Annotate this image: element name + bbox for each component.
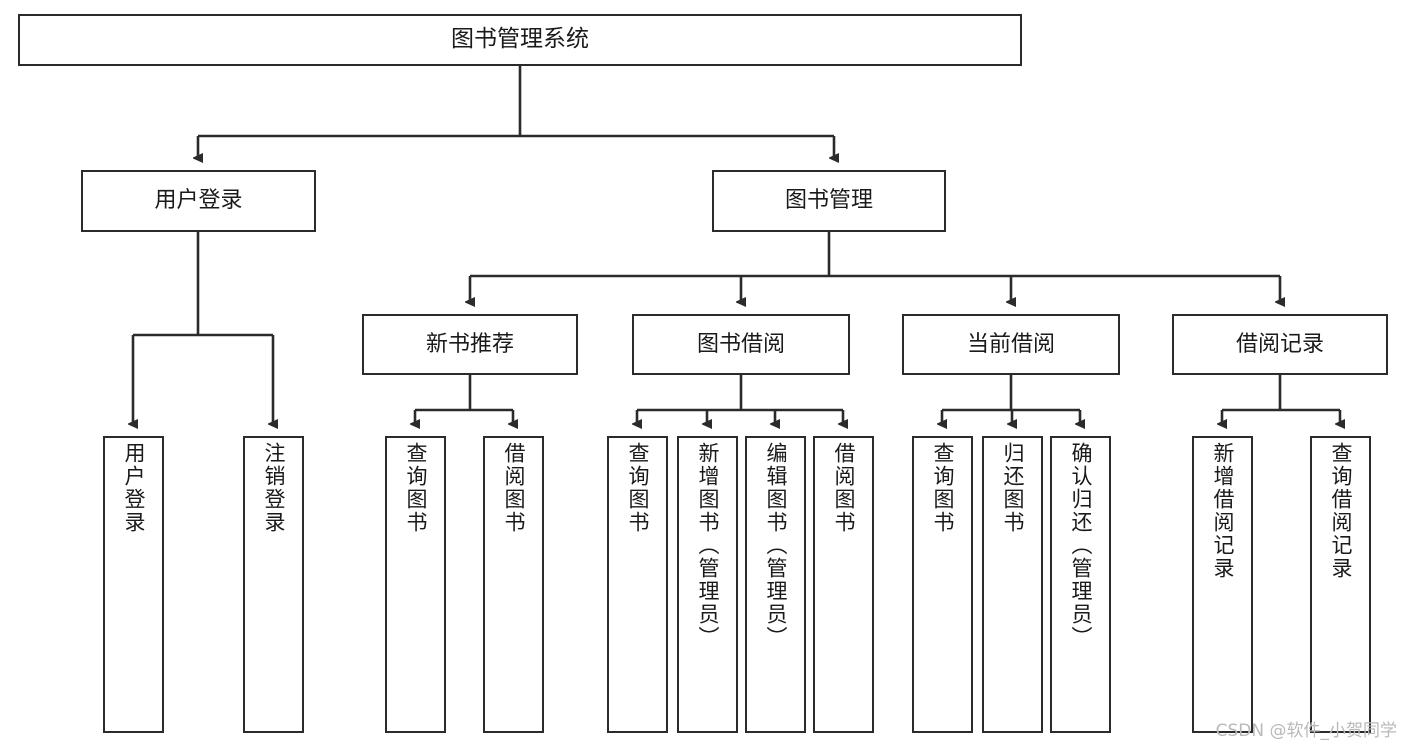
leaf-book-borrow-edit-book-admin[interactable]: 编辑图书（管理员）: [745, 436, 806, 733]
leaf-user-login-logout[interactable]: 注销登录: [243, 436, 304, 733]
node-label: 当前借阅: [966, 331, 1055, 357]
node-label: 借阅图书: [502, 442, 526, 534]
node-label: 编辑图书（管理员）: [764, 442, 788, 649]
node-book-management[interactable]: 图书管理: [712, 170, 946, 232]
node-label: 查询图书: [931, 442, 955, 534]
node-label: 查询图书: [404, 442, 428, 534]
node-book-borrow[interactable]: 图书借阅: [632, 314, 850, 375]
node-label: 确认归还（管理员）: [1069, 442, 1093, 649]
node-user-login[interactable]: 用户登录: [81, 170, 316, 232]
node-label: 查询借阅记录: [1329, 442, 1353, 580]
leaf-new-book-query-book[interactable]: 查询图书: [385, 436, 446, 733]
leaf-book-borrow-borrow-book[interactable]: 借阅图书: [813, 436, 874, 733]
leaf-borrow-record-query-record[interactable]: 查询借阅记录: [1310, 436, 1371, 733]
node-label: 用户登录: [122, 442, 146, 534]
node-label: 新增借阅记录: [1211, 442, 1235, 580]
node-label: 归还图书: [1001, 442, 1025, 534]
csdn-watermark: CSDN @软件_小贺同学: [1215, 721, 1397, 741]
node-label: 借阅图书: [832, 442, 856, 534]
node-label: 新增图书（管理员）: [696, 442, 720, 649]
leaf-new-book-borrow-book[interactable]: 借阅图书: [483, 436, 544, 733]
node-current-borrow[interactable]: 当前借阅: [902, 314, 1120, 375]
node-label: 新书推荐: [425, 331, 514, 357]
node-label: 图书管理: [784, 188, 873, 214]
leaf-book-borrow-add-book-admin[interactable]: 新增图书（管理员）: [677, 436, 738, 733]
node-new-book-recommend[interactable]: 新书推荐: [362, 314, 578, 375]
leaf-book-borrow-query-book[interactable]: 查询图书: [607, 436, 668, 733]
leaf-current-borrow-query-book[interactable]: 查询图书: [912, 436, 973, 733]
leaf-current-borrow-confirm-return-admin[interactable]: 确认归还（管理员）: [1050, 436, 1111, 733]
node-label: 用户登录: [154, 188, 243, 214]
leaf-borrow-record-add-record[interactable]: 新增借阅记录: [1192, 436, 1253, 733]
leaf-current-borrow-return-book[interactable]: 归还图书: [982, 436, 1043, 733]
node-label: 查询图书: [626, 442, 650, 534]
leaf-user-login-login[interactable]: 用户登录: [103, 436, 164, 733]
node-root-book-management-system[interactable]: 图书管理系统: [18, 14, 1022, 66]
node-label: 注销登录: [262, 442, 286, 534]
node-borrow-record[interactable]: 借阅记录: [1172, 314, 1388, 375]
node-label: 图书管理系统: [451, 26, 589, 53]
node-label: 借阅记录: [1235, 331, 1324, 357]
node-label: 图书借阅: [696, 331, 785, 357]
